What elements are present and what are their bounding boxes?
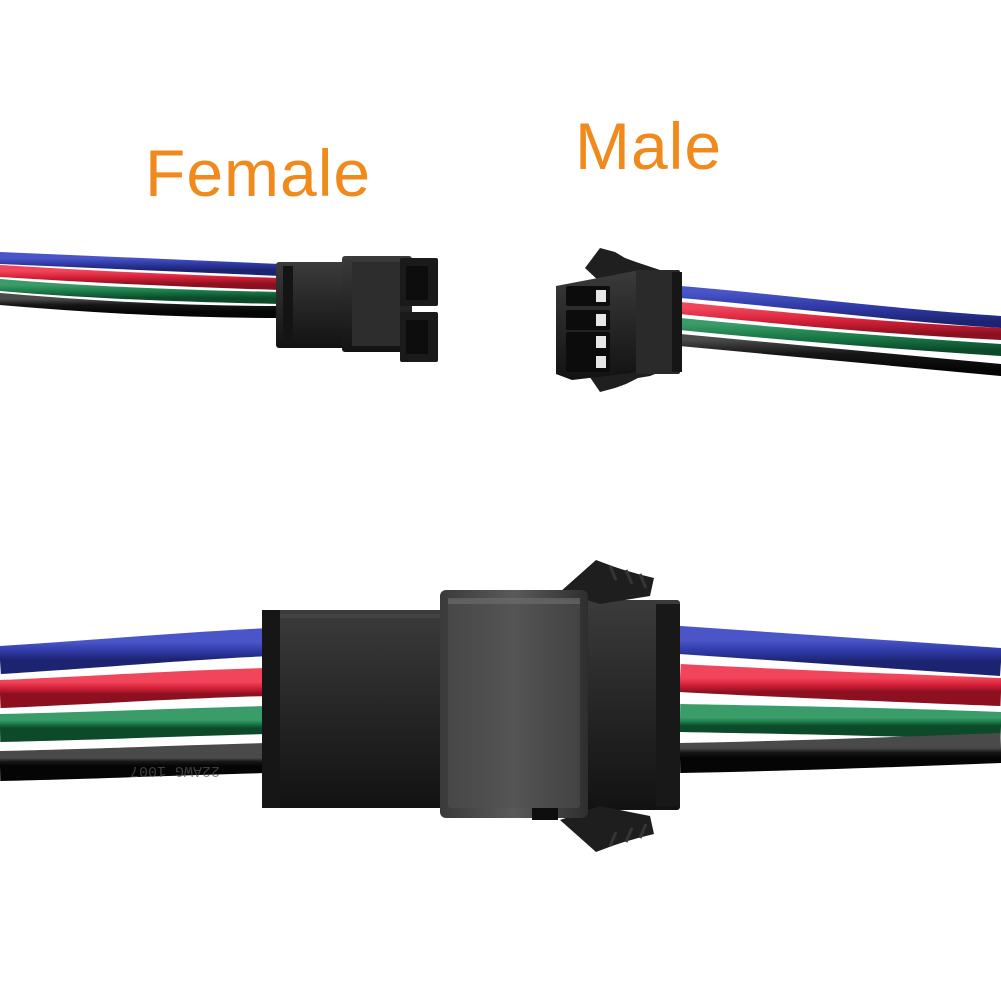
right-wire-green bbox=[679, 704, 1001, 740]
left-wire-red bbox=[0, 668, 271, 708]
left-wire-green bbox=[0, 706, 271, 742]
male-pin-windows bbox=[566, 286, 610, 372]
male-wire-red bbox=[674, 302, 1001, 340]
female-wire-black bbox=[0, 293, 286, 318]
cable-print: 22AWG 1007 bbox=[130, 762, 220, 779]
right-wire-blue bbox=[678, 626, 1001, 676]
right-wire-red bbox=[679, 664, 1001, 706]
male-connector-assembly bbox=[556, 248, 1001, 392]
right-wire-black bbox=[679, 733, 1001, 773]
female-connector-assembly bbox=[0, 252, 438, 362]
mated-wire-bundle-right bbox=[678, 626, 1001, 773]
mated-housing bbox=[262, 560, 680, 852]
male-housing bbox=[556, 248, 682, 392]
male-label: Male bbox=[575, 109, 723, 183]
male-wire-black bbox=[674, 334, 1001, 376]
female-wire-red bbox=[0, 265, 286, 290]
female-wire-bundle bbox=[0, 252, 286, 318]
left-wire-black bbox=[0, 743, 271, 781]
female-label: Female bbox=[145, 136, 372, 210]
male-wire-blue bbox=[674, 286, 1001, 328]
male-wire-green bbox=[674, 318, 1001, 356]
left-wire-blue bbox=[0, 628, 271, 674]
mated-connector-assembly: 22AWG 1007 bbox=[0, 560, 1001, 852]
female-housing bbox=[276, 256, 438, 362]
female-wire-blue bbox=[0, 252, 286, 276]
mated-wire-bundle-left: 22AWG 1007 bbox=[0, 628, 271, 781]
male-wire-bundle bbox=[674, 286, 1001, 376]
female-wire-green bbox=[0, 279, 286, 304]
